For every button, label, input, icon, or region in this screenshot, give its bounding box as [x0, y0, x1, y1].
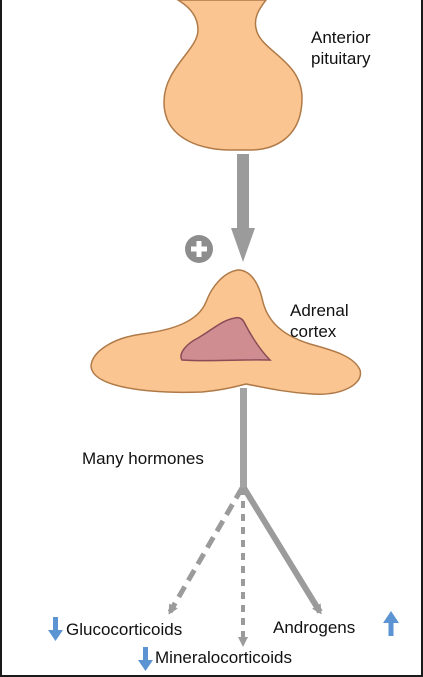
glucocorticoids-down-arrow-icon: [48, 617, 63, 641]
androgens-label: Androgens: [273, 617, 355, 638]
mineralocorticoids-down-arrow-icon: [138, 647, 153, 671]
androgens-solid-arrow: [244, 488, 320, 612]
adrenal-cortex-label: Adrenal cortex: [290, 300, 349, 342]
androgens-up-arrow-icon: [383, 611, 399, 636]
hormone-stem-line: [240, 388, 247, 488]
anterior-pituitary-label-line2: pituitary: [311, 48, 371, 69]
adrenal-cortex-label-line2: cortex: [290, 321, 349, 342]
adrenal-cortex-label-line1: Adrenal: [290, 300, 349, 321]
many-hormones-label: Many hormones: [82, 448, 204, 469]
glucocorticoids-label: Glucocorticoids: [66, 619, 182, 640]
mineralocorticoids-label: Mineralocorticoids: [155, 647, 292, 668]
anterior-pituitary-label: Anterior pituitary: [311, 27, 371, 69]
anterior-pituitary-label-line1: Anterior: [311, 27, 371, 48]
glucocorticoids-dashed-arrow: [170, 488, 242, 612]
plus-circle-icon: [185, 235, 213, 263]
stimulation-arrow: [231, 154, 255, 262]
anterior-pituitary-shape: [164, 0, 302, 150]
